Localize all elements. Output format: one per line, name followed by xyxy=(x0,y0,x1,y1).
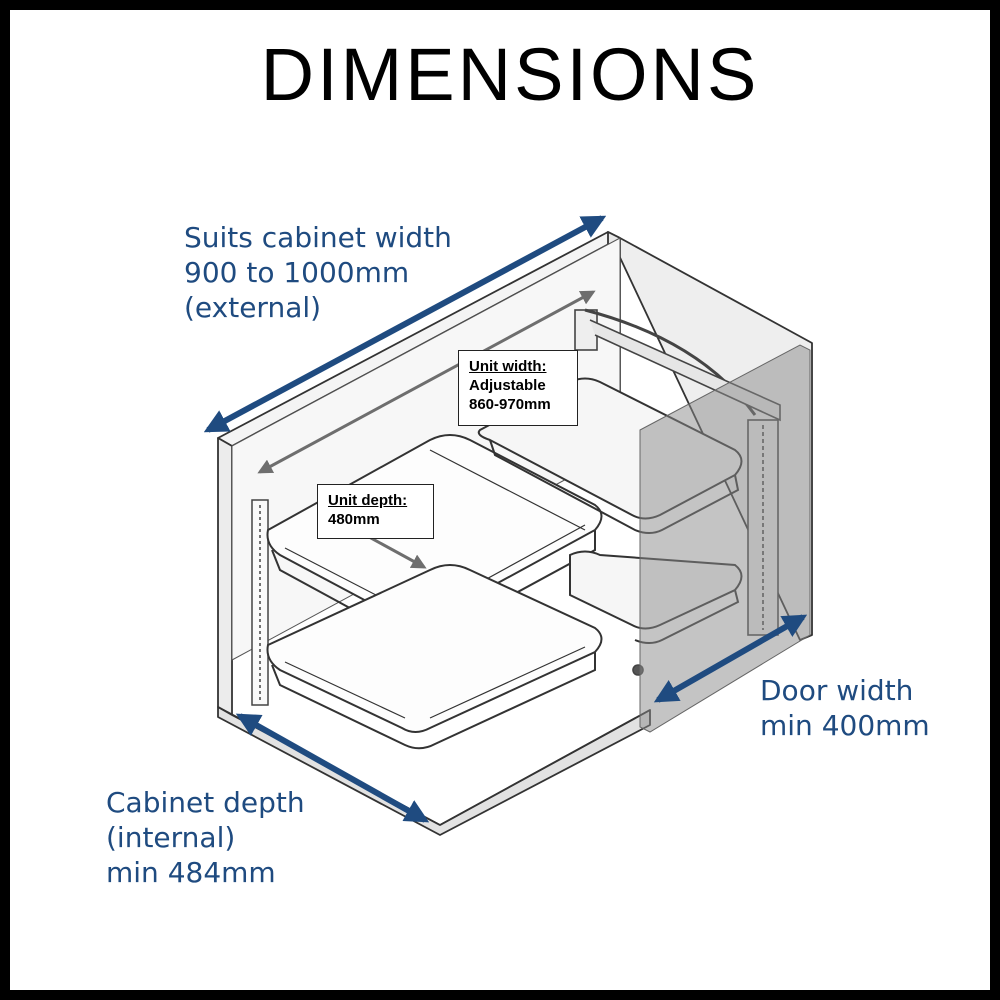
cabinet-width-line-2: 900 to 1000mm xyxy=(184,256,410,289)
unit-depth-callout: Unit depth: 480mm xyxy=(317,484,434,539)
cabinet-depth-line-2: (internal) xyxy=(106,821,236,854)
door-width-line-1: Door width xyxy=(760,674,914,707)
left-upright-rail xyxy=(251,499,269,706)
unit-depth-heading: Unit depth: xyxy=(328,492,408,509)
page-title: DIMENSIONS xyxy=(260,33,760,116)
unit-width-callout: Unit width: Adjustable 860-970mm xyxy=(458,350,578,426)
door-width-label: Door width min 400mm xyxy=(760,673,930,743)
unit-width-heading: Unit width: xyxy=(469,358,547,375)
cabinet-width-arrow xyxy=(203,215,607,433)
cabinet-depth-line-3: min 484mm xyxy=(106,856,276,889)
cabinet-width-label: Suits cabinet width 900 to 1000mm (exter… xyxy=(184,220,452,325)
cabinet-depth-arrow xyxy=(235,713,430,823)
cabinet-depth-line-1: Cabinet depth xyxy=(106,786,305,819)
unit-width-line-2: 860-970mm xyxy=(469,396,551,413)
cabinet-width-line-1: Suits cabinet width xyxy=(184,221,452,254)
door-width-arrow xyxy=(653,614,808,703)
unit-depth-line-1: 480mm xyxy=(328,511,380,528)
unit-width-line-1: Adjustable xyxy=(469,377,546,394)
cabinet-depth-label: Cabinet depth (internal) min 484mm xyxy=(106,785,305,890)
door-width-line-2: min 400mm xyxy=(760,709,930,742)
cabinet-width-line-3: (external) xyxy=(184,291,322,324)
